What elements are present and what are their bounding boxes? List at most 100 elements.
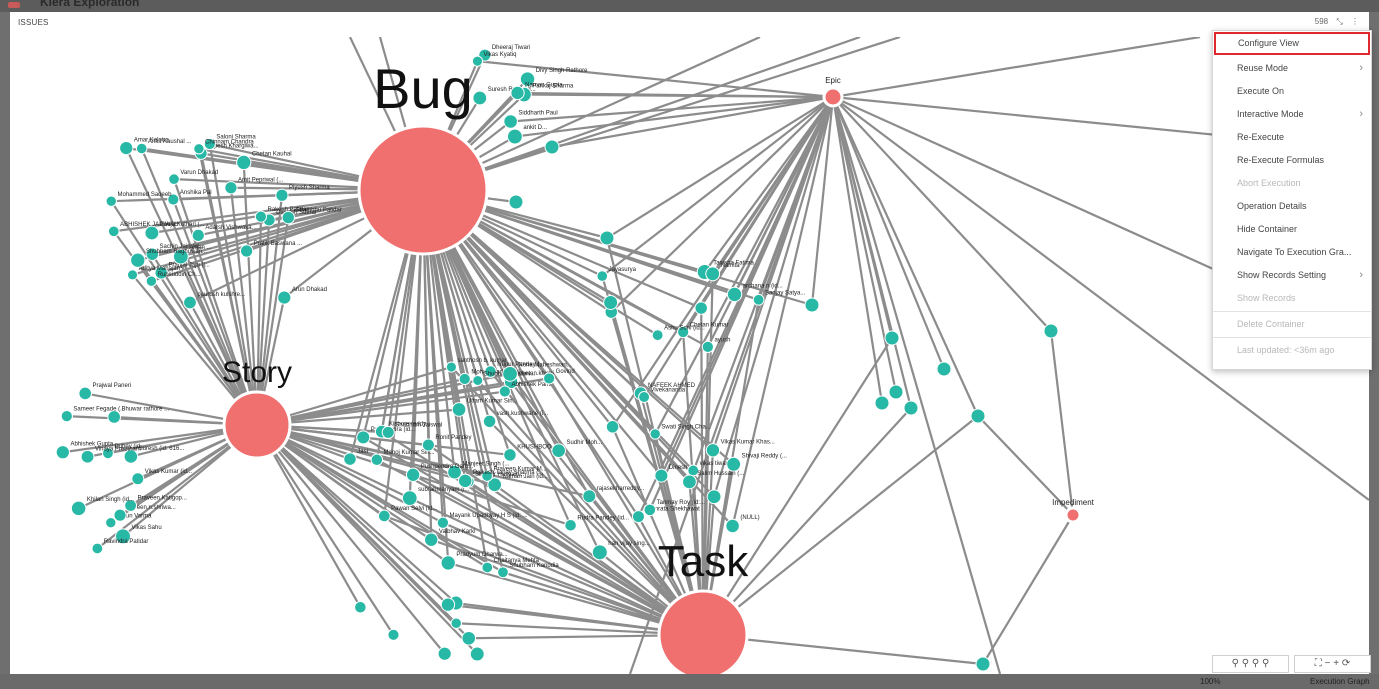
person-node[interactable]: Shubham Jaiswal xyxy=(381,422,442,439)
person-node[interactable]: Adarsh Vishwaka... xyxy=(191,225,257,242)
person-node[interactable]: Vikas Kyatiq xyxy=(471,52,516,67)
person-node[interactable]: Shubham Raghuwan... xyxy=(130,249,208,268)
person-node[interactable]: Divy Singh Rathore xyxy=(519,68,588,87)
person-node[interactable]: Abhishek Gupta ... xyxy=(55,442,120,460)
network-graph[interactable]: Adarsh Vishwaka...Dipesh Khargiwa...Pran… xyxy=(10,37,1369,674)
person-node[interactable]: Aditya Mahajan xyxy=(126,266,180,281)
person-node[interactable]: paurush kulshre... xyxy=(183,292,246,310)
person-node[interactable] xyxy=(437,646,452,661)
person-node[interactable]: Shubham Kanodia xyxy=(497,563,560,579)
person-node[interactable] xyxy=(544,139,560,155)
person-node[interactable]: Naman Gupta xyxy=(510,82,563,101)
person-node[interactable]: Pradyum Dharwa... xyxy=(440,552,508,571)
person-node[interactable]: Mohammad Abdul... xyxy=(458,369,525,386)
person-node[interactable]: Abhishek Paml xyxy=(498,382,552,398)
person-node[interactable]: archana n (id... xyxy=(726,283,783,303)
person-node[interactable]: Amit Pepriwal (... xyxy=(224,178,284,195)
person-node[interactable]: Anshika Pal xyxy=(167,190,212,206)
person-node[interactable]: Ankit Kaushal ... xyxy=(135,139,192,155)
zoom-in-button[interactable]: + xyxy=(1333,658,1340,669)
layout-tools[interactable]: ⚲ ⚲ ⚲ ⚲ xyxy=(1212,655,1289,673)
person-node[interactable]: Uttam Kumar Sin... xyxy=(451,399,518,417)
person-node[interactable]: Pranjal Jaju (i... xyxy=(154,263,210,280)
person-node[interactable]: ayush xyxy=(701,337,730,354)
person-node[interactable] xyxy=(354,600,367,614)
person-node[interactable]: Aman ... xyxy=(172,245,212,265)
refresh-icon[interactable]: ⟳ xyxy=(1341,658,1351,669)
person-node[interactable]: han vijay sing... xyxy=(591,541,650,561)
person-node[interactable]: Chetan Kauhal xyxy=(236,151,292,171)
menu-item-execute-on[interactable]: Execute On xyxy=(1213,80,1371,103)
person-node[interactable]: Naman Jain (id... xyxy=(487,474,548,493)
hub-node-story[interactable]: Story xyxy=(222,356,292,460)
person-node[interactable]: Chinnam Chandra xyxy=(193,140,255,155)
person-node[interactable] xyxy=(469,646,485,662)
person-node[interactable]: Vivekananda xyxy=(638,388,686,403)
person-node[interactable]: Pushpendra Garg... xyxy=(405,464,473,482)
person-node[interactable] xyxy=(903,400,919,416)
person-node[interactable]: Vinaya Preetham xyxy=(80,446,141,464)
person-node[interactable]: Mayank Upadhyay H S (id: ... xyxy=(436,513,528,529)
person-node[interactable] xyxy=(804,297,820,313)
person-node[interactable]: Praveen Katigop... xyxy=(124,496,188,512)
person-node[interactable]: Rakesh Patidar xyxy=(254,207,309,223)
person-node[interactable]: Jasi xyxy=(343,449,368,466)
person-node[interactable]: Bhuwar rathore ... xyxy=(107,407,170,424)
person-node[interactable] xyxy=(450,617,462,630)
person-node[interactable]: santhosh b. kumar xyxy=(445,358,507,373)
person-node[interactable] xyxy=(461,630,477,646)
person-node[interactable]: Mohammed Saqeeb xyxy=(105,192,172,207)
person-node[interactable]: subrahmanyam (i... xyxy=(401,487,470,507)
person-node[interactable]: Namita xyxy=(705,263,740,282)
person-node[interactable]: Sudhir Moh... xyxy=(551,440,603,458)
person-node[interactable]: Arun Dhakad xyxy=(277,287,327,305)
person-node[interactable]: Piyush Sharma xyxy=(275,185,331,202)
person-node[interactable] xyxy=(603,295,619,310)
person-node[interactable] xyxy=(599,230,615,246)
person-node[interactable]: Sachin Jain (id... xyxy=(145,244,204,261)
person-node[interactable] xyxy=(605,420,620,434)
menu-item-re-execute[interactable]: Re-Execute xyxy=(1213,126,1371,149)
person-node[interactable] xyxy=(440,597,456,612)
person-node[interactable]: ankit D... xyxy=(506,125,547,145)
person-node[interactable]: Chetan Kumar xyxy=(677,322,729,339)
person-node[interactable]: Rupsuddin Ch... xyxy=(145,272,201,287)
person-node[interactable]: Dinesh xyxy=(654,465,688,483)
person-node[interactable]: ABHISHEK JAISWAL xyxy=(107,222,178,238)
person-node[interactable]: Prajwal Paneri xyxy=(78,383,131,401)
person-node[interactable]: Govind xyxy=(543,369,575,385)
person-node[interactable]: Sameer Fegade (... xyxy=(60,406,125,423)
person-node[interactable]: Siddharth Paul xyxy=(503,111,558,129)
person-node[interactable]: Ronit Pandey xyxy=(421,435,471,452)
person-node[interactable] xyxy=(1043,323,1059,339)
person-node[interactable]: Salim Hussain (... xyxy=(682,471,745,490)
person-node[interactable] xyxy=(936,361,952,377)
person-node[interactable]: Rudra Pandey (id... xyxy=(564,515,630,532)
person-node[interactable]: Manoj Kumar Sin... xyxy=(370,450,435,466)
person-node[interactable]: Tanmay Roy (id:... xyxy=(643,500,705,517)
menu-item-hide-container[interactable]: Hide Container xyxy=(1213,218,1371,241)
person-node[interactable]: Swati Singh Cha... xyxy=(649,425,711,440)
issues-panel[interactable]: ISSUES 598 ⤡ ⋮ Adarsh Vishwaka...Dipesh … xyxy=(10,12,1369,674)
menu-item-navigate-to-execution-gra[interactable]: Navigate To Execution Gra... xyxy=(1213,241,1371,264)
person-node[interactable]: KHUSHBOO xyxy=(503,445,552,462)
person-node[interactable]: Dubey (id... xyxy=(101,444,145,460)
hub-node-impediment[interactable]: Impediment xyxy=(1052,498,1095,524)
person-node[interactable]: Nupur Pandey (... xyxy=(484,362,545,378)
person-node[interactable]: Vikas Kumar Khas... xyxy=(705,440,775,458)
person-node[interactable]: Shambhu Patidar xyxy=(281,207,342,225)
person-node[interactable]: Suresh (id: 616... xyxy=(123,446,185,464)
person-node[interactable] xyxy=(694,301,708,315)
person-node[interactable] xyxy=(706,489,722,505)
person-node[interactable]: Khilan Singh (id... xyxy=(70,497,134,517)
person-node[interactable]: naveen.n.shriwa... xyxy=(113,505,176,522)
menu-item-interactive-mode[interactable]: Interactive Mode› xyxy=(1213,103,1371,126)
person-node[interactable]: Neha Maheshwari... xyxy=(502,362,572,382)
person-node[interactable]: Manjeet Singh (... xyxy=(447,461,510,480)
more-options-icon[interactable]: ⋮ xyxy=(1351,17,1359,26)
person-node[interactable]: Chaitanya Mehta xyxy=(481,558,540,574)
person-node[interactable] xyxy=(975,656,991,672)
hub-node-bug[interactable]: Bug xyxy=(357,57,489,256)
layout-tree-icon[interactable]: ⚲ ⚲ ⚲ ⚲ xyxy=(1231,658,1270,669)
